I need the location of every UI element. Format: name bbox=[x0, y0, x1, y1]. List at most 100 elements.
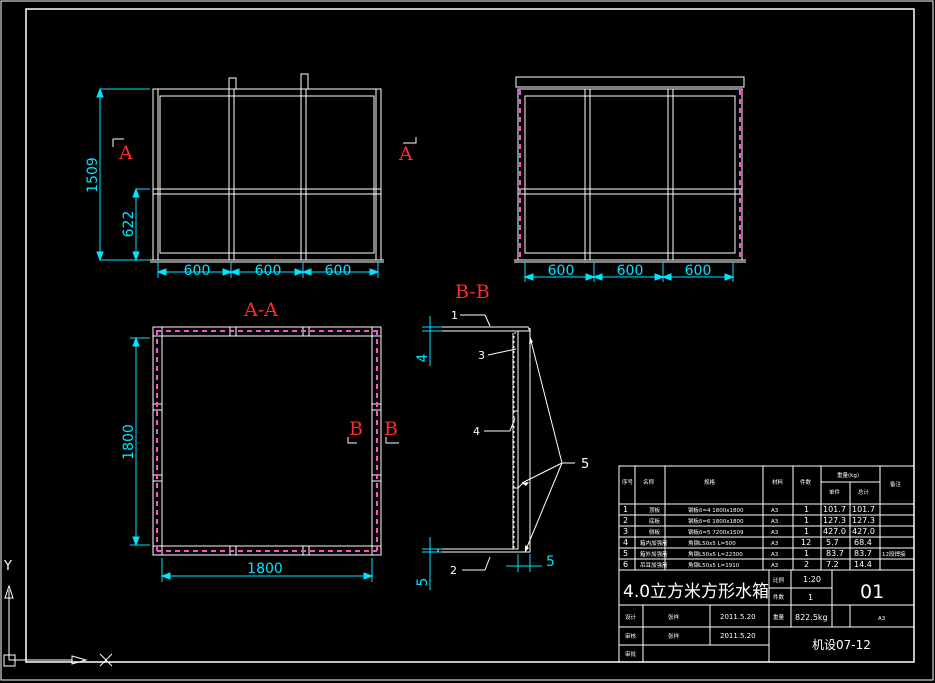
plan-view-hidden-lines bbox=[156, 330, 378, 552]
front-width-dim-1: 600 bbox=[184, 263, 211, 279]
bom-row-qty: 12 bbox=[801, 538, 811, 547]
bom-row-material: A3 bbox=[771, 508, 779, 514]
bom-row-no: 4 bbox=[623, 538, 628, 547]
quantity-value: 1 bbox=[808, 593, 813, 602]
designer-label: 设计 bbox=[625, 613, 637, 621]
bom-row-spec: 钢板δ=4 1800x1800 bbox=[688, 506, 744, 514]
bom-row-qty: 1 bbox=[804, 516, 809, 525]
section-a-left-mark bbox=[112, 138, 124, 147]
section-a-right-mark bbox=[403, 137, 417, 144]
view-bb-label: B-B bbox=[455, 281, 490, 303]
bom-row-name: 顶板 bbox=[649, 506, 661, 514]
bom-table: 1 顶板 钢板δ=4 1800x1800 A3 1 101.7 101.7 2 … bbox=[623, 505, 906, 569]
side-view bbox=[514, 76, 746, 263]
front-width-dim-2: 600 bbox=[255, 263, 282, 279]
weight-value: 822.5kg bbox=[795, 613, 828, 622]
approver-label: 审批 bbox=[625, 650, 637, 658]
bb-side-offset-dim: 5 bbox=[546, 554, 555, 570]
bom-row-unit: 83.7 bbox=[826, 549, 844, 558]
front-dimension-lines bbox=[96, 87, 380, 278]
bom-row-qty: 1 bbox=[804, 549, 809, 558]
callout-4: 4 bbox=[473, 425, 480, 438]
bom-row-material: A3 bbox=[771, 563, 779, 569]
front-height-lower-dim: 622 bbox=[121, 211, 137, 238]
bom-row-no: 6 bbox=[623, 560, 628, 569]
weight-label: 重量 bbox=[773, 613, 785, 621]
checker-label: 审核 bbox=[625, 632, 637, 640]
bom-row-unit: 101.7 bbox=[823, 505, 846, 514]
bom-header-material: 材料 bbox=[772, 478, 784, 486]
bb-bottom-offset-dim: 5 bbox=[415, 578, 431, 587]
side-dimension-lines bbox=[523, 262, 735, 282]
view-aa-label: A-A bbox=[243, 299, 278, 321]
drawing-number: 01 bbox=[860, 581, 884, 603]
front-width-dim-3: 600 bbox=[325, 263, 352, 279]
plan-view-aa bbox=[152, 326, 382, 556]
plan-height-dim: 1800 bbox=[121, 424, 137, 460]
section-b-right-label: B bbox=[384, 418, 398, 440]
bom-row-total: 83.7 bbox=[854, 549, 872, 558]
side-width-dim-1: 600 bbox=[548, 263, 575, 279]
bom-row-unit: 427.0 bbox=[823, 527, 846, 536]
bom-row-no: 3 bbox=[623, 527, 628, 536]
section-b-left-mark bbox=[347, 437, 357, 444]
bom-row-total: 427.0 bbox=[852, 527, 875, 536]
checker-name: 张祥 bbox=[668, 632, 680, 640]
bb-leader-arrows bbox=[522, 337, 533, 552]
bom-header-spec: 规格 bbox=[704, 478, 716, 486]
bom-row-spec: 角钢L50x5 L=1910 bbox=[688, 561, 740, 569]
bom-row-spec: 钢板δ=6 1800x1800 bbox=[688, 517, 744, 525]
sheet-border-inner bbox=[25, 8, 915, 663]
bom-row-total: 14.4 bbox=[854, 560, 872, 569]
material-ref: A3 bbox=[878, 616, 886, 622]
bom-row-spec: 钢板δ=5 7200x1509 bbox=[688, 528, 744, 536]
callout-2: 2 bbox=[450, 564, 457, 577]
bom-header-total: 总计 bbox=[858, 488, 870, 496]
bom-row-no: 2 bbox=[623, 516, 628, 525]
checker-date: 2011.5.20 bbox=[720, 632, 756, 640]
scale-value: 1:20 bbox=[803, 575, 821, 584]
bb-dimension-lines bbox=[422, 316, 542, 590]
scale-label: 比例 bbox=[773, 576, 785, 584]
bom-row-no: 5 bbox=[623, 549, 628, 558]
front-height-total-dim: 1509 bbox=[85, 157, 101, 193]
bom-row-total: 101.7 bbox=[852, 505, 875, 514]
class-code: 机设07-12 bbox=[812, 638, 871, 652]
bom-row-qty: 1 bbox=[804, 505, 809, 514]
bom-row-material: A3 bbox=[771, 519, 779, 525]
front-view bbox=[150, 73, 384, 263]
title-block bbox=[618, 465, 915, 663]
bom-header-unit: 单件 bbox=[829, 488, 841, 496]
bom-row-total: 68.4 bbox=[854, 538, 872, 547]
bom-row-spec: 角钢L50x5 L=500 bbox=[688, 539, 736, 547]
bom-row-name: 吊耳加强筋 bbox=[640, 561, 668, 569]
bom-row-name: 箱外加强筋 bbox=[640, 550, 668, 558]
plan-dimension-lines bbox=[130, 336, 374, 582]
callout-3: 3 bbox=[478, 349, 485, 362]
bom-header-qty: 件数 bbox=[800, 478, 812, 486]
bom-row-total: 127.3 bbox=[852, 516, 875, 525]
bom-header-weight: 重量(kg) bbox=[837, 471, 859, 479]
side-view-hidden-lines bbox=[519, 90, 741, 258]
bom-header-no: 序号 bbox=[622, 478, 634, 486]
bom-row-unit: 7.2 bbox=[826, 560, 839, 569]
bb-leader-lines bbox=[460, 314, 575, 571]
section-bb bbox=[437, 326, 531, 553]
bom-row-unit: 5.7 bbox=[826, 538, 839, 547]
bom-row-material: A3 bbox=[771, 530, 779, 536]
section-a-right-label: A bbox=[398, 143, 413, 165]
bom-row-remark: 12段焊接 bbox=[882, 550, 906, 558]
bom-row-material: A3 bbox=[771, 541, 779, 547]
plan-width-dim: 1800 bbox=[247, 561, 283, 577]
bom-row-qty: 1 bbox=[804, 527, 809, 536]
section-b-left-label: B bbox=[349, 418, 363, 440]
ucs-icon bbox=[3, 584, 113, 667]
bom-header-remark: 备注 bbox=[890, 480, 902, 488]
bom-row-unit: 127.3 bbox=[823, 516, 846, 525]
callout-1: 1 bbox=[451, 309, 458, 322]
bom-row-name: 侧板 bbox=[649, 528, 661, 536]
bom-row-spec: 角钢L50x5 L=22300 bbox=[688, 550, 743, 558]
bom-row-qty: 2 bbox=[804, 560, 809, 569]
